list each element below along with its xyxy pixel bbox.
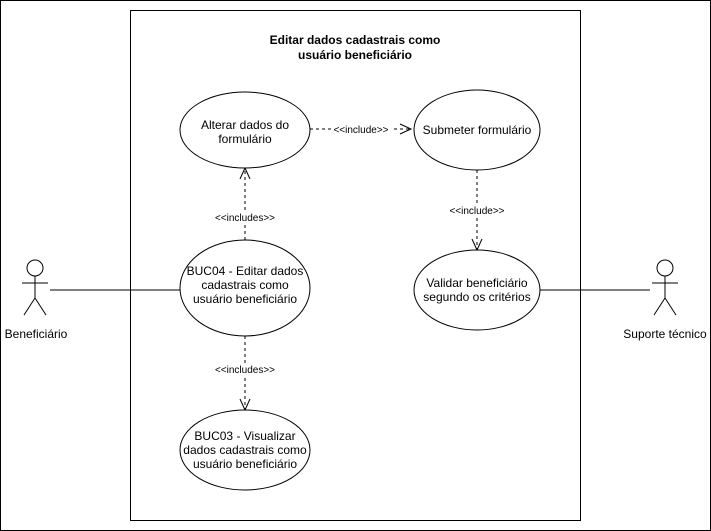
includes-label-buc04-alterar: <<includes>>: [215, 213, 275, 224]
use-case-buc03-line1: BUC03 - Visualizar: [194, 429, 295, 443]
use-case-validar-line1: Validar beneficiário: [426, 276, 527, 290]
includes-label-bg-1: [210, 211, 280, 224]
includes-label-bg-2: [210, 363, 280, 376]
use-case-buc03-line3: usuário beneficiário: [193, 457, 297, 471]
use-case-alterar-dados[interactable]: [179, 91, 311, 169]
system-title-line1: Editar dados cadastrais como: [270, 33, 441, 47]
actor-beneficiario-left-leg: [23, 297, 36, 316]
use-case-buc03[interactable]: [179, 409, 311, 491]
actor-suporte-right-leg: [664, 297, 677, 316]
use-case-buc04[interactable]: [179, 239, 311, 337]
use-case-validar[interactable]: [413, 249, 541, 331]
actor-suporte-label: Suporte técnico: [623, 327, 707, 341]
actor-beneficiario[interactable]: [22, 259, 48, 316]
use-case-buc04-line1: BUC04 - Editar dados: [187, 264, 304, 278]
use-case-alterar-dados-line1: Alterar dados do: [201, 118, 289, 132]
actor-beneficiario-right-leg: [34, 297, 47, 316]
use-case-alterar-dados-line2: formulário: [218, 132, 272, 146]
system-title-line2: usuário beneficiário: [298, 48, 412, 62]
use-case-submeter-label: Submeter formulário: [423, 123, 532, 137]
includes-label-buc04-buc03: <<includes>>: [215, 365, 275, 376]
actor-suporte-left-leg: [653, 297, 666, 316]
actor-beneficiario-head: [26, 259, 44, 277]
include-label-bg-1: [331, 123, 391, 136]
include-label-bg-2: [447, 204, 507, 217]
use-case-buc03-line2: dados cadastrais como: [183, 443, 307, 457]
actor-beneficiario-label: Beneficiário: [5, 327, 68, 341]
use-case-buc04-line3: usuário beneficiário: [193, 292, 297, 306]
include-label-submeter-validar: <<include>>: [449, 206, 504, 217]
include-label-alterar-submeter: <<include>>: [333, 125, 388, 136]
use-case-buc04-line2: cadastrais como: [201, 278, 289, 292]
actor-suporte-tecnico[interactable]: [652, 259, 678, 316]
actor-suporte-head: [656, 259, 674, 277]
use-case-validar-line2: segundo os critérios: [423, 290, 530, 304]
use-case-submeter[interactable]: [413, 89, 541, 171]
